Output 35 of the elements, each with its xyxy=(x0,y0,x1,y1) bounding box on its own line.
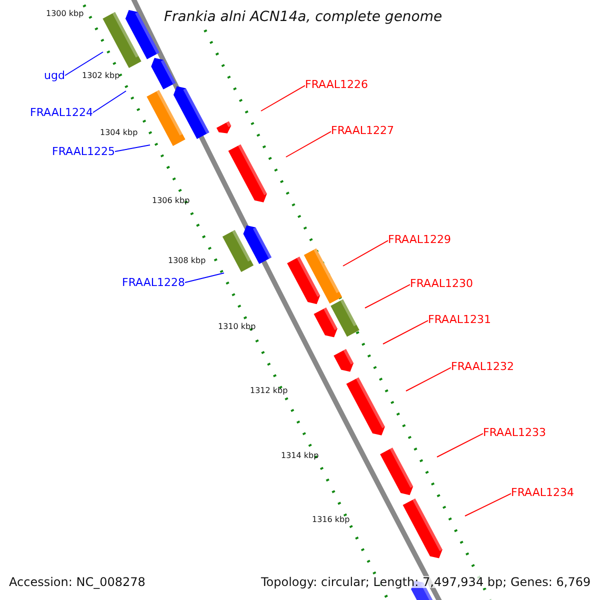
title: Frankia alni ACN14a, complete genome xyxy=(164,10,442,24)
leader-line xyxy=(364,284,410,308)
gene-label: FRAAL1228 xyxy=(122,277,186,288)
gene-label: FRAAL1224 xyxy=(30,107,94,118)
tick-label: 1306 kbp xyxy=(152,197,190,205)
tick-label: 1304 kbp xyxy=(100,129,138,137)
leader-line xyxy=(286,131,332,158)
gene-label: FRAAL1229 xyxy=(388,234,452,245)
gene-label: FRAAL1225 xyxy=(52,146,116,157)
tick-label: 1310 kbp xyxy=(218,323,256,331)
tick-label: 1300 kbp xyxy=(46,10,84,18)
gene-label: FRAAL1231 xyxy=(428,314,492,325)
tick-label: 1316 kbp xyxy=(312,516,350,524)
leader-line xyxy=(406,367,452,392)
gene-label: ugd xyxy=(44,70,65,81)
tick-label: 1302 kbp xyxy=(82,72,120,80)
leader-line xyxy=(114,144,150,152)
gene-label: FRAAL1234 xyxy=(511,487,574,498)
leader-line xyxy=(436,433,484,458)
leader-line xyxy=(92,90,126,113)
tick-label: 1312 kbp xyxy=(250,387,288,395)
leader-line xyxy=(260,85,306,112)
leader-line xyxy=(184,272,224,283)
info-text: Accession: NC_008278 xyxy=(9,576,146,588)
leader-line xyxy=(64,52,104,76)
gene-label: FRAAL1233 xyxy=(483,427,546,438)
gene-label: FRAAL1230 xyxy=(410,278,474,289)
leader-line xyxy=(464,493,512,516)
tick-label: 1308 kbp xyxy=(168,257,206,265)
gene-label: FRAAL1232 xyxy=(451,361,514,372)
leader-line xyxy=(382,320,428,344)
gene-label: FRAAL1226 xyxy=(305,79,368,90)
gene-label: FRAAL1227 xyxy=(331,125,394,136)
leader-line xyxy=(342,240,388,266)
tick-label: 1314 kbp xyxy=(281,452,319,460)
